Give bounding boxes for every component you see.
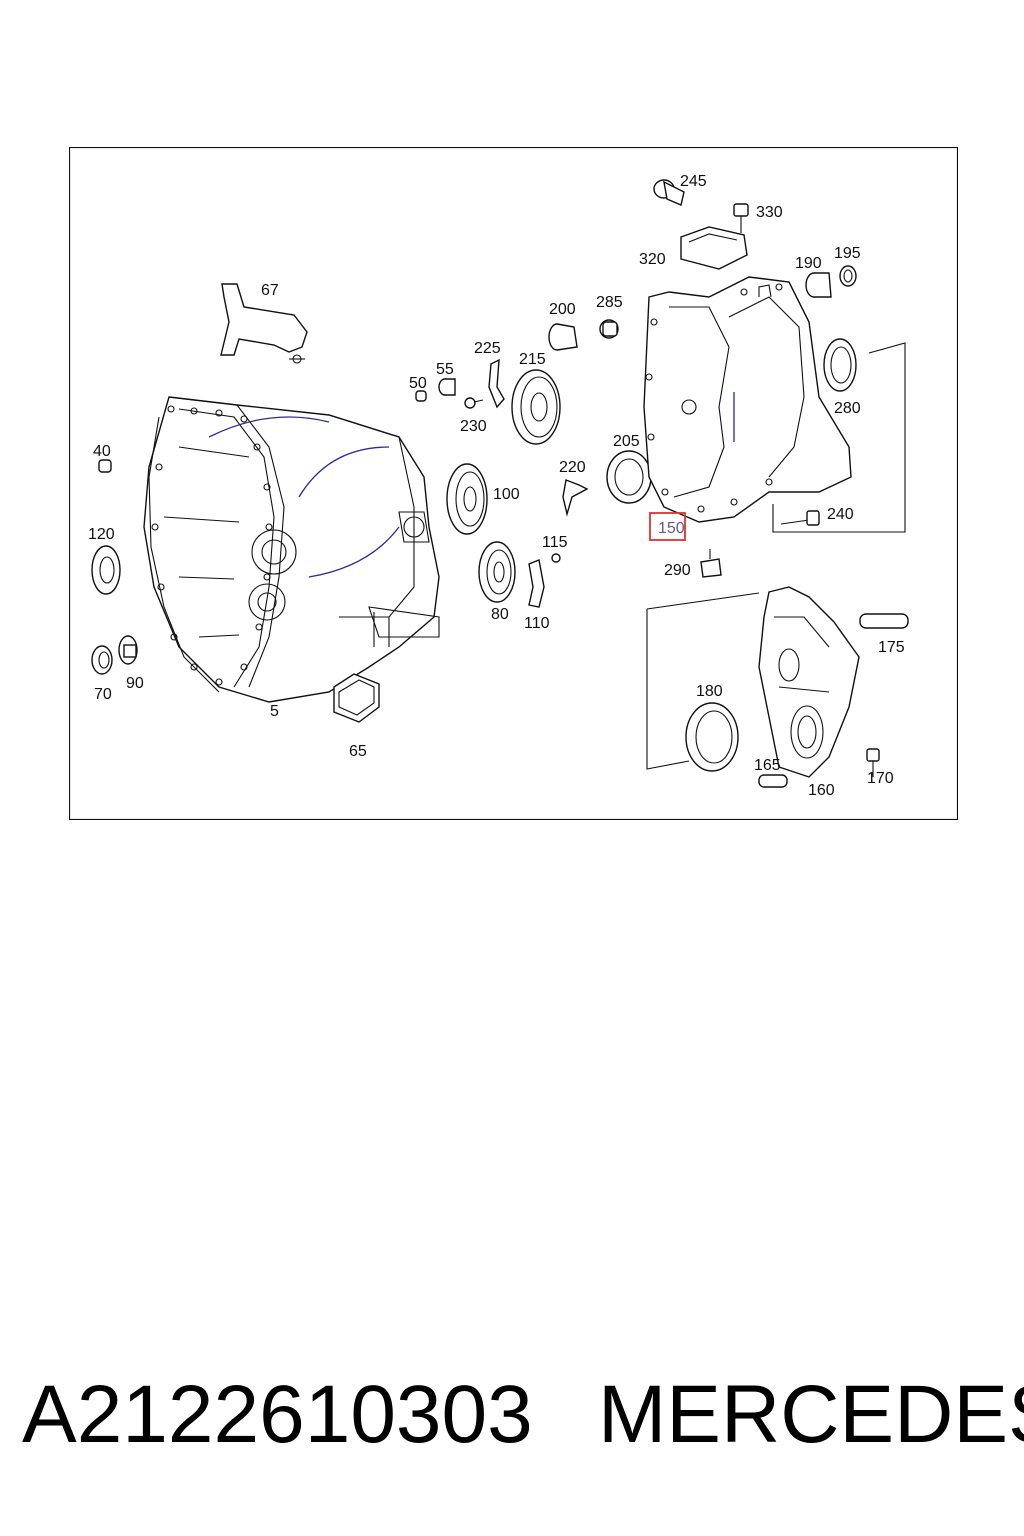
bell-housing <box>143 396 440 703</box>
callout-120: 120 <box>88 526 115 543</box>
callout-180: 180 <box>696 683 723 700</box>
bolt-115 <box>551 553 561 563</box>
sleeve-55 <box>438 378 456 396</box>
callout-110: 110 <box>524 615 550 632</box>
callout-215: 215 <box>519 351 546 368</box>
sleeve-200 <box>548 323 578 351</box>
seal-280 <box>823 338 857 392</box>
cover-65 <box>333 673 380 723</box>
callout-200: 200 <box>549 301 576 318</box>
cover-160 <box>758 586 860 778</box>
bearing-100 <box>446 463 488 535</box>
callout-280: 280 <box>834 400 861 417</box>
pin-50 <box>415 390 427 402</box>
pin-165 <box>758 774 788 788</box>
bolt-240 <box>780 510 820 526</box>
bolt-170 <box>866 748 880 777</box>
callout-80: 80 <box>491 606 509 623</box>
callout-55: 55 <box>436 361 454 378</box>
callout-160: 160 <box>808 782 835 799</box>
bearing-215 <box>511 369 561 445</box>
bolt-330 <box>733 203 749 233</box>
group-bracket-lower <box>646 592 760 770</box>
callout-100: 100 <box>493 486 520 503</box>
bracket-67 <box>220 283 308 364</box>
callout-330: 330 <box>756 204 783 221</box>
group-bracket-upper <box>772 342 906 533</box>
lever-225 <box>488 358 505 409</box>
rear-housing-150 <box>643 276 852 523</box>
callout-285: 285 <box>596 294 623 311</box>
callout-240: 240 <box>827 506 854 523</box>
lever-220 <box>562 479 589 517</box>
callout-170: 170 <box>867 770 894 787</box>
callout-40: 40 <box>93 443 111 460</box>
pin-175 <box>859 613 909 629</box>
part-number: A2122610303 <box>22 1369 533 1460</box>
callout-5: 5 <box>270 703 279 720</box>
callout-320: 320 <box>639 251 666 268</box>
plug-70 <box>91 645 113 675</box>
callout-290: 290 <box>664 562 691 579</box>
callout-225: 225 <box>474 340 501 357</box>
callout-150-highlighted: 150 <box>658 520 685 537</box>
bearing-205 <box>606 450 652 504</box>
callout-65: 65 <box>349 743 367 760</box>
ring-195 <box>839 265 857 287</box>
pin-40 <box>98 459 112 473</box>
cover-320 <box>680 226 748 270</box>
bushing-190 <box>805 272 832 298</box>
callout-67: 67 <box>261 282 279 299</box>
callout-195: 195 <box>834 245 861 262</box>
callout-70: 70 <box>94 686 112 703</box>
diagram-canvas: 245 330 320 190 195 67 200 285 225 55 50… <box>69 147 958 820</box>
footer: A2122610303 MERCEDES <box>0 1360 1024 1470</box>
callout-205: 205 <box>613 433 640 450</box>
callout-190: 190 <box>795 255 822 272</box>
callout-220: 220 <box>559 459 586 476</box>
highlight-box <box>649 512 686 541</box>
screw-230 <box>464 397 484 409</box>
shift-fork-110 <box>528 559 545 608</box>
bolt-90 <box>118 635 138 665</box>
callout-165: 165 <box>754 757 781 774</box>
bearing-80 <box>478 541 516 603</box>
callout-90: 90 <box>126 675 144 692</box>
seal-180 <box>685 702 739 772</box>
callout-230: 230 <box>460 418 487 435</box>
callout-175: 175 <box>878 639 905 656</box>
brand-name: MERCEDES <box>598 1369 1024 1460</box>
valve-290 <box>700 549 722 578</box>
plug-285 <box>599 319 619 339</box>
callout-115: 115 <box>542 534 568 551</box>
callout-50: 50 <box>409 375 427 392</box>
callout-245: 245 <box>680 173 707 190</box>
exploded-parts-diagram: 245 330 320 190 195 67 200 285 225 55 50… <box>69 147 958 820</box>
plug-245 <box>653 179 685 206</box>
seal-120 <box>91 545 121 595</box>
